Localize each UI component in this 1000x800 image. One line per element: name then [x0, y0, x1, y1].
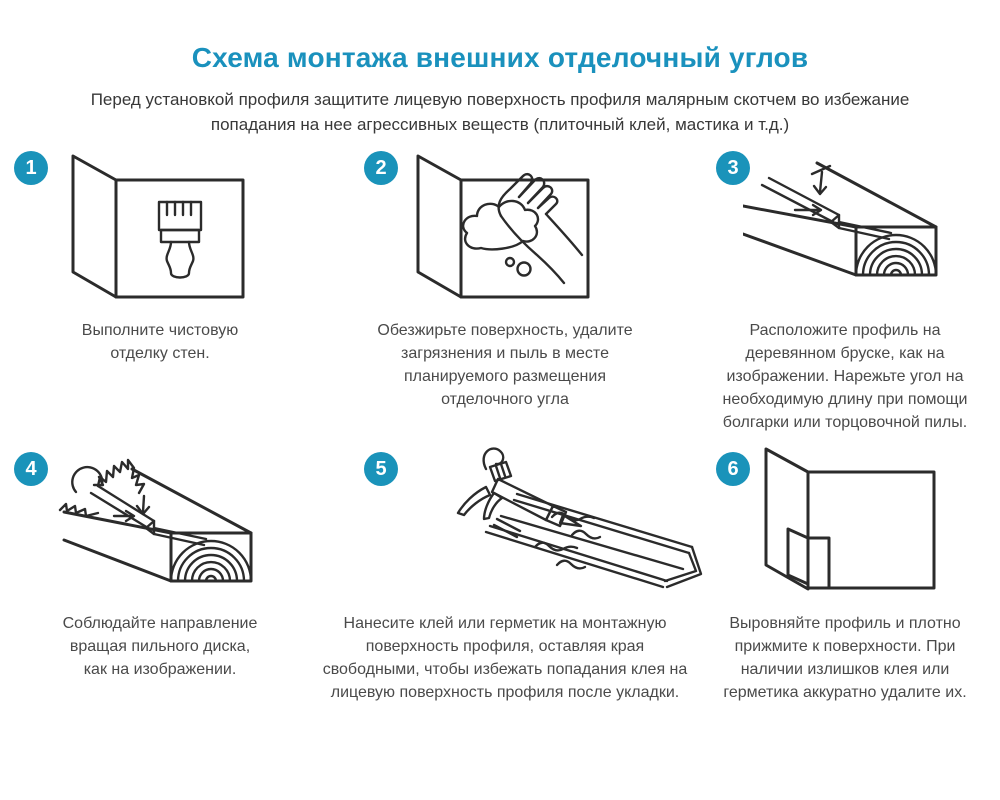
step-6: 6 Выровняйте профиль и плотно прижмите к…: [690, 446, 1000, 704]
step-5-number-badge: 5: [364, 452, 398, 486]
step-1-illustration: [68, 145, 253, 305]
step-2-illustration: [413, 145, 598, 305]
step-1: 1 Выполните чистовую отделку стен.: [0, 145, 320, 434]
step-6-number-badge: 6: [716, 452, 750, 486]
step-6-caption: Выровняйте профиль и плотно прижмите к п…: [723, 615, 967, 701]
step-1-caption: Выполните чистовую отделку стен.: [81, 322, 239, 362]
step-2-caption: Обезжирьте поверхность, удалите загрязне…: [377, 322, 633, 408]
step-6-illustration: [762, 446, 942, 598]
steps-grid: 1 Выполните чистовую отделку стен.: [0, 145, 1000, 704]
profile-pressed-to-corner-icon: [764, 447, 936, 591]
corner-wall-hand-sponge-icon: [416, 154, 589, 299]
step-2-number-badge: 2: [364, 151, 398, 185]
step-4-caption: Соблюдайте направление вращая пильного д…: [62, 615, 258, 678]
step-3-number-badge: 3: [716, 151, 750, 185]
step-5-illustration: [400, 446, 705, 598]
step-5: 5: [320, 446, 703, 704]
step-2: 2: [320, 145, 690, 434]
step-3: 3: [690, 145, 1000, 434]
step-1-number-badge: 1: [14, 151, 48, 185]
step-4-number-badge: 4: [14, 452, 48, 486]
profile-on-wooden-beam-icon: [742, 161, 937, 277]
caulking-gun-glue-profile-icon: [456, 447, 703, 589]
corner-wall-paintbrush-icon: [71, 154, 244, 299]
step-4-illustration: [58, 446, 263, 598]
step-4: 4: [0, 446, 320, 704]
step-5-caption: Нанесите клей или герметик на монтажную …: [322, 615, 688, 701]
saw-blade-cutting-beam-icon: [58, 458, 252, 583]
page-subtitle: Перед установкой профиля защитите лицеву…: [90, 90, 910, 134]
step-3-caption: Расположите профиль на деревянном бруске…: [722, 322, 968, 431]
page-title: Схема монтажа внешних отделочный углов: [191, 42, 809, 73]
step-3-illustration: [742, 145, 948, 305]
